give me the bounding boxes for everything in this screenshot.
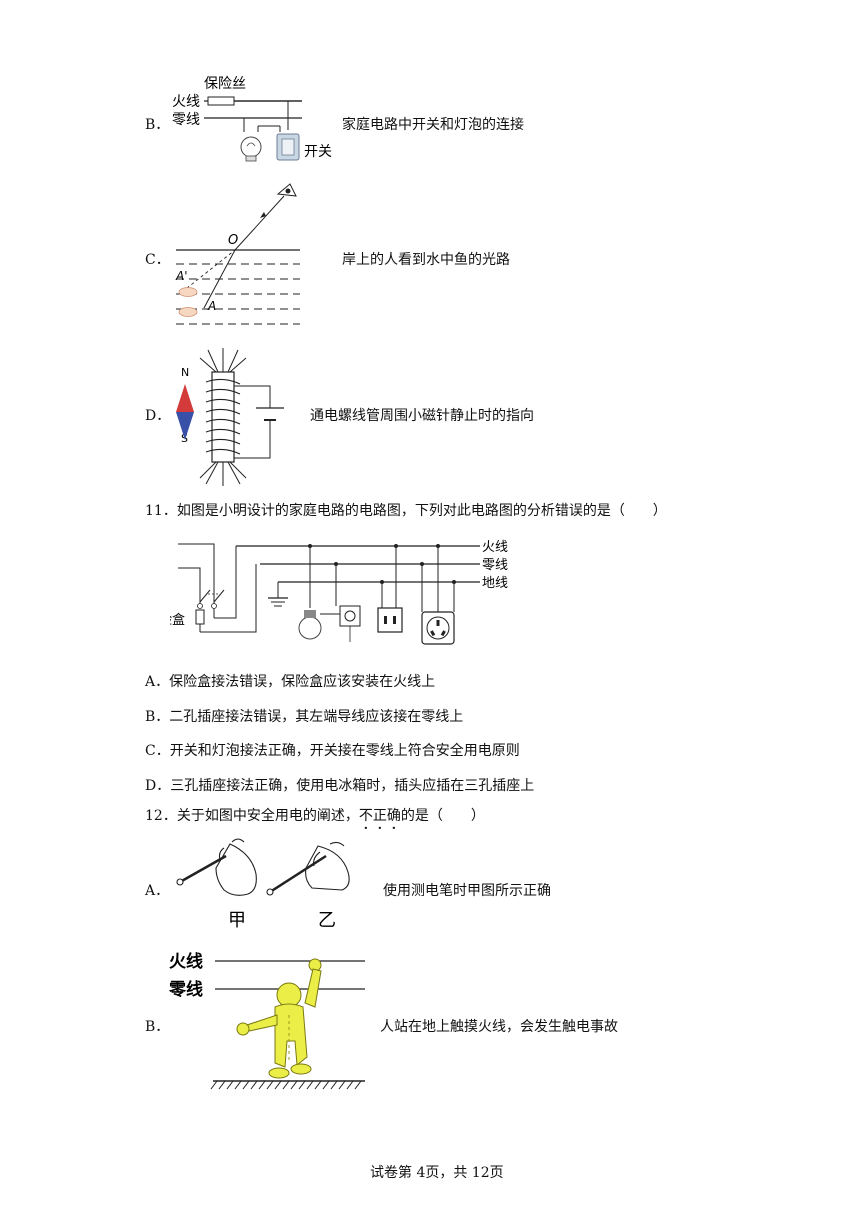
- q12-option-a-letter: A．: [145, 883, 170, 899]
- live-wire-label: 火线: [172, 94, 200, 110]
- switch-icon: [276, 133, 300, 161]
- q10-option-d-letter: D．: [145, 408, 171, 424]
- question-11-stem: 11．如图是小明设计的家庭电路的电路图，下列对此电路图的分析错误的是（ ）: [145, 503, 667, 519]
- fuse-box-icon: [195, 609, 205, 625]
- pull-switch-icon: [339, 605, 361, 642]
- q11-option-c: C．开关和灯泡接法正确，开关接在零线上符合安全用电原则: [145, 743, 520, 759]
- point-a-image-label: A': [175, 269, 188, 283]
- switch-label: 开关: [304, 144, 332, 160]
- fuse-box-label: 保险盒: [170, 612, 185, 628]
- neutral-wire-label: 零线: [168, 979, 203, 1000]
- page-footer: 试卷第 4页，共 12页: [370, 1165, 504, 1181]
- q10-option-b-caption: 家庭电路中开关和灯泡的连接: [342, 117, 524, 133]
- field-lines-bottom: [199, 461, 247, 486]
- north-pole-label: N: [181, 366, 189, 379]
- point-o-label: O: [228, 233, 238, 248]
- q10-option-c-letter: C．: [145, 252, 170, 268]
- live-wire-label: 火线: [169, 951, 203, 972]
- three-hole-socket-icon: [421, 611, 455, 645]
- fish-image-icon: [178, 287, 198, 297]
- two-hole-socket-icon: [377, 607, 403, 633]
- q10-option-c-caption: 岸上的人看到水中鱼的光路: [342, 252, 510, 268]
- neutral-wire-label: 零线: [172, 112, 200, 128]
- q12-option-b-letter: B．: [145, 1019, 170, 1035]
- compass-needle-icon: [176, 384, 194, 440]
- field-lines-top: [199, 348, 247, 373]
- q11-option-b: B．二孔插座接法错误，其左端导线应该接在零线上: [145, 709, 464, 725]
- refraction-light-path-diagram: O A' A: [175, 183, 300, 325]
- solenoid-compass-diagram: N S: [176, 348, 284, 486]
- household-switch-lamp-diagram: 保险丝 火线 零线 开关: [172, 76, 332, 162]
- bulb-icon: [240, 136, 262, 162]
- live-wire-label: 火线: [482, 540, 508, 555]
- ground-wire-label: 地线: [482, 576, 508, 591]
- eye-icon: [276, 183, 297, 197]
- label-yi: 乙: [318, 910, 336, 931]
- hand-holding-pen-icon-yi: [266, 841, 350, 896]
- label-jia: 甲: [228, 910, 246, 931]
- south-pole-label: S: [181, 432, 188, 445]
- test-pen-usage-diagram: 甲 乙: [176, 838, 350, 931]
- neutral-wire-label: 零线: [482, 558, 508, 573]
- electric-shock-diagram: 火线 零线: [168, 951, 365, 1090]
- lamp-icon: [298, 610, 322, 640]
- q12-option-b-caption: 人站在地上触摸火线，会发生触电事故: [380, 1019, 618, 1035]
- hand-holding-pen-icon-jia: [176, 838, 257, 896]
- q12-option-a-caption: 使用测电笔时甲图所示正确: [383, 883, 551, 899]
- fuse-label: 保险丝: [204, 76, 246, 92]
- person-icon: [236, 958, 322, 1079]
- q11-option-d: D．三孔插座接法正确，使用电冰箱时，插头应插在三孔插座上: [145, 778, 535, 794]
- fish-icon: [178, 307, 198, 317]
- q10-option-b-letter: B．: [145, 117, 170, 133]
- question-12-stem: 12．关于如图中安全用电的阐述，不正确的是（ ）: [145, 805, 485, 825]
- point-a-label: A: [207, 299, 216, 313]
- household-circuit-diagram: 火线 零线 地线 保险盒: [170, 540, 508, 645]
- q10-option-d-caption: 通电螺线管周围小磁针静止时的指向: [310, 408, 534, 424]
- q11-option-a: A．保险盒接法错误，保险盒应该安装在火线上: [145, 674, 436, 690]
